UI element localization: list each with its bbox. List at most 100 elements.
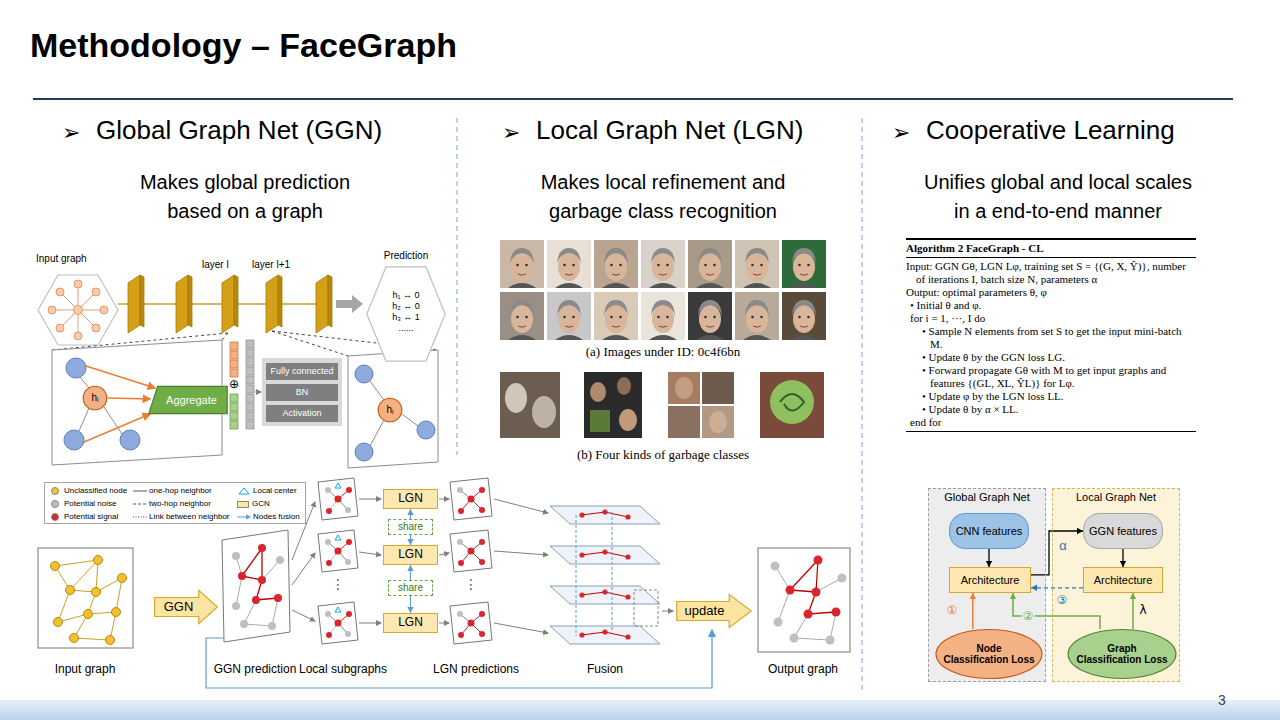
garbage-images <box>500 372 824 438</box>
process-arrow-outline-shape <box>155 590 218 623</box>
feature-vectors-part-part <box>246 394 254 402</box>
column-heading: Local Graph Net (LGN) <box>536 115 803 145</box>
local-region-fill <box>1052 488 1180 682</box>
garbage-images-part <box>500 372 560 438</box>
algorithm-line: • Update φ by the LGN loss LL. <box>906 390 1196 403</box>
slide-title: Methodology – FaceGraph <box>30 26 457 65</box>
ggn-prediction-panel-part-part <box>244 600 256 624</box>
ggn-prediction-panel-part-part <box>238 572 246 580</box>
legend-item: Nodes fusion <box>237 512 300 522</box>
garbage-images-part <box>619 409 637 431</box>
lgn-prediction-tiles <box>450 478 492 644</box>
ellipsis-mark: ⋮ <box>331 576 345 592</box>
face-images-row-1-part <box>641 240 685 288</box>
pipeline-arrows-part <box>359 623 381 624</box>
face-images-row-2-part <box>555 300 583 340</box>
face-images-row-1-part <box>508 248 536 288</box>
feature-vectors-part-part <box>230 342 238 350</box>
node-text: Architecture <box>1087 574 1159 587</box>
network-layers-part-part <box>266 275 278 333</box>
face-images-row-1-part <box>602 248 630 288</box>
prediction-hexagon: Predictionh₁ ↔ 0h₂ ↔ 0h₃ ↔ 1...... <box>366 250 446 362</box>
legend-text: Unclassified node <box>64 486 127 496</box>
face-images-row-2-part <box>735 292 779 340</box>
node-text: Prediction <box>369 250 443 262</box>
face-images-row-1-part <box>649 248 677 288</box>
feature-vectors-part <box>230 394 238 429</box>
ggn-prediction-panel-part-part <box>240 620 248 628</box>
node-text: GGN features <box>1087 525 1159 538</box>
node-text: h₃ ↔ 1 <box>369 312 443 323</box>
region-box: Global Graph NetCNN featuresArchitecture… <box>928 488 1046 682</box>
network-layers-part-part <box>278 275 282 327</box>
pipeline-arrows-part <box>359 499 381 500</box>
ggn-prediction-panel-part-part <box>244 624 272 626</box>
input-graph-hexagon-part-part <box>74 332 82 340</box>
node-text: CNN features <box>953 525 1025 538</box>
layer-panel-right-part-part <box>402 414 418 426</box>
network-layers-part-part <box>176 275 188 333</box>
region-box: Local Graph NetGGN featuresArchitectureG… <box>1052 488 1180 682</box>
node-text: Aggregate <box>158 394 225 407</box>
face-images-row-1-part <box>696 248 724 288</box>
ellipsis-mark: ⋮ <box>464 576 478 592</box>
garbage-images-part <box>590 382 606 402</box>
input-graph-hexagon-part-part <box>74 306 83 315</box>
column-subtitle: Makes local refinement and garbage class… <box>523 168 803 226</box>
input-graph-hexagon-part-part <box>92 324 100 332</box>
face-images-row-2-part <box>696 300 724 340</box>
face-images-row-2 <box>500 292 826 340</box>
aggregate-trapezoid-outline-shape <box>149 386 227 413</box>
legend-text: Local center <box>253 486 297 496</box>
algorithm-line: • Update θ by the GGN loss LG. <box>906 351 1196 364</box>
node-text: Node Classification Loss <box>943 643 1035 666</box>
network-layers-part-part <box>234 275 238 327</box>
pipeline-arrows-part <box>494 623 548 633</box>
algorithm-line: Input: GGN Gθ, LGN Lφ, training set S = … <box>906 260 1196 286</box>
garbage-images-part <box>668 406 700 438</box>
input-graph-panel-part-part <box>55 560 98 566</box>
output-graph-panel-part-part <box>812 588 821 597</box>
arrowhead <box>970 593 976 599</box>
network-layers-part-part <box>140 275 144 327</box>
face-images-row-2-part <box>790 300 818 340</box>
figure-label: Input graph <box>36 253 87 265</box>
node-text: ...... <box>369 323 443 334</box>
connector-line <box>1031 587 1083 588</box>
connector <box>407 565 413 580</box>
input-graph-panel-part-part <box>84 610 93 619</box>
feature-vectors <box>230 340 342 429</box>
connector <box>1031 528 1083 575</box>
node-text: hᵢ <box>378 404 402 416</box>
feature-box: CNN features <box>949 513 1029 549</box>
network-layers-part <box>118 303 318 305</box>
input-graph-panel-part-part <box>94 556 103 565</box>
layer-panel-right-part <box>355 365 435 461</box>
output-graph-panel <box>758 548 850 652</box>
node-text: Fully connected <box>268 366 336 376</box>
node-circle: hᵢ <box>83 386 107 410</box>
face-images-row-1-part <box>688 240 732 288</box>
algorithm-line: • Sample N elements from set S to get th… <box>906 325 1196 351</box>
connector <box>970 593 976 629</box>
stage-caption: Input graph <box>55 662 116 676</box>
algorithm-line: • Initial θ and φ. <box>906 299 1196 312</box>
output-graph-panel-part <box>775 566 842 640</box>
feature-vectors-part-part <box>246 340 254 348</box>
feature-vectors-part-part <box>230 403 238 411</box>
garbage-images-part <box>675 377 693 399</box>
weight-symbol: α <box>1059 538 1067 553</box>
layer-panel-right-part-part <box>355 365 373 383</box>
output-graph-panel-part-part <box>786 586 795 595</box>
local-subgraph-tiles <box>318 478 358 644</box>
aggregate-trapezoid: Aggregate <box>148 386 228 414</box>
face-images-row-1-part <box>555 248 583 288</box>
ggn-prediction-panel-part-part <box>236 576 242 606</box>
network-layers-part-part <box>188 275 192 327</box>
column-heading: Global Graph Net (GGN) <box>96 115 382 145</box>
node-text: share <box>392 582 429 594</box>
ggn-prediction-panel-part-part <box>258 544 266 552</box>
legend-text: two-hop neighbor <box>149 499 211 509</box>
layer-panel-right-part <box>348 350 438 468</box>
